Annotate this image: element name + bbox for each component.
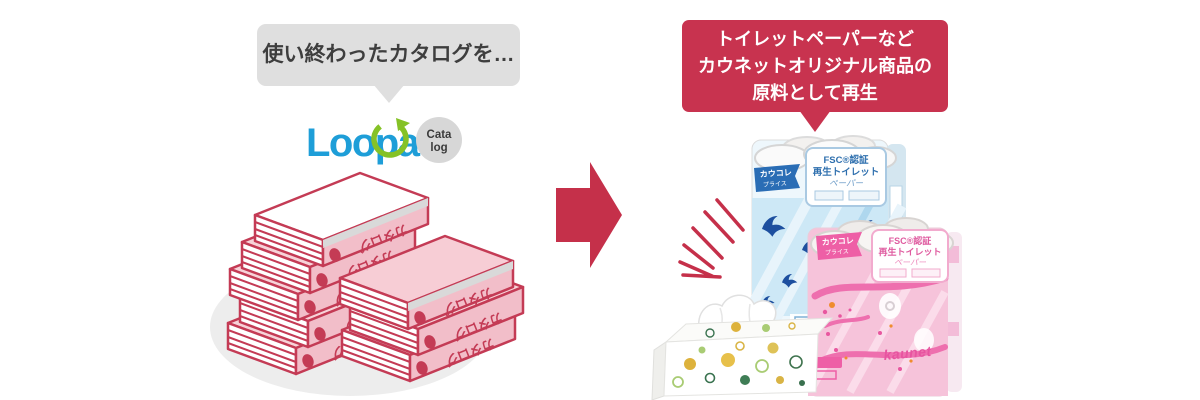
pink-toilet-paper-pack: カウコレ プライス FSC®認証 再生トイレット ペーパー kaunet: [807, 217, 962, 397]
loopa-catalog-logo: Loopa Cata log: [306, 117, 462, 165]
speech-bubble-red-tail: [799, 110, 831, 132]
svg-text:再生トイレット: 再生トイレット: [813, 166, 880, 178]
svg-text:FSC®認証: FSC®認証: [824, 154, 869, 166]
catalog-badge-top: Cata: [427, 129, 453, 141]
pink-pack-brand-sub: プライス: [825, 248, 849, 257]
catalog-badge: Cata log: [416, 117, 462, 163]
blue-pack-brand: カウコレ: [760, 168, 793, 179]
blue-pack-fsc-label: FSC®認証 再生トイレット ペーパー: [805, 147, 887, 207]
catalog-book: カタログ: [253, 171, 430, 268]
emphasis-lines-icon: [678, 198, 745, 279]
pink-pack-fsc-label: FSC®認証 再生トイレット ペーパー: [871, 229, 949, 283]
recycled-products-text-line2: カウネットオリジナル商品の: [698, 55, 932, 76]
recycled-products-text-line3: 原料として再生: [752, 82, 878, 103]
tissue-pattern: [672, 322, 805, 388]
svg-text:再生トイレット: 再生トイレット: [878, 246, 941, 257]
blue-pack-brand-flag: カウコレ プライス: [754, 164, 800, 192]
speech-bubble-used-catalogs: 使い終わったカタログを…: [257, 24, 520, 86]
process-arrow-icon: [556, 162, 622, 268]
svg-text:ペーパー: ペーパー: [829, 178, 863, 188]
speech-bubble-gray-tail: [373, 84, 405, 103]
svg-text:FSC®認証: FSC®認証: [889, 235, 932, 246]
blue-pack-brand-sub: プライス: [763, 180, 787, 189]
pink-pack-brand-flag: カウコレ プライス: [816, 232, 862, 260]
recycle-arrow-icon: [371, 118, 410, 158]
recycled-products-illustration: カウコレ プライス FSC®認証 再生トイレット ペーパー: [651, 135, 962, 400]
recycled-products-text-line1: トイレットペーパーなど: [716, 28, 914, 49]
used-catalogs-text: 使い終わったカタログを…: [262, 43, 515, 66]
catalog-stacks-illustration: カタログ カタログ カタログ: [210, 171, 525, 396]
tissue-pack: [651, 294, 834, 400]
catalog-badge-bottom: log: [430, 142, 447, 154]
svg-text:ペーパー: ペーパー: [894, 258, 927, 267]
speech-bubble-recycled-products: トイレットペーパーなど カウネットオリジナル商品の 原料として再生: [682, 20, 948, 112]
kaunet-logo-script: kaunet: [883, 343, 933, 363]
pink-pack-brand: カウコレ: [822, 236, 855, 247]
